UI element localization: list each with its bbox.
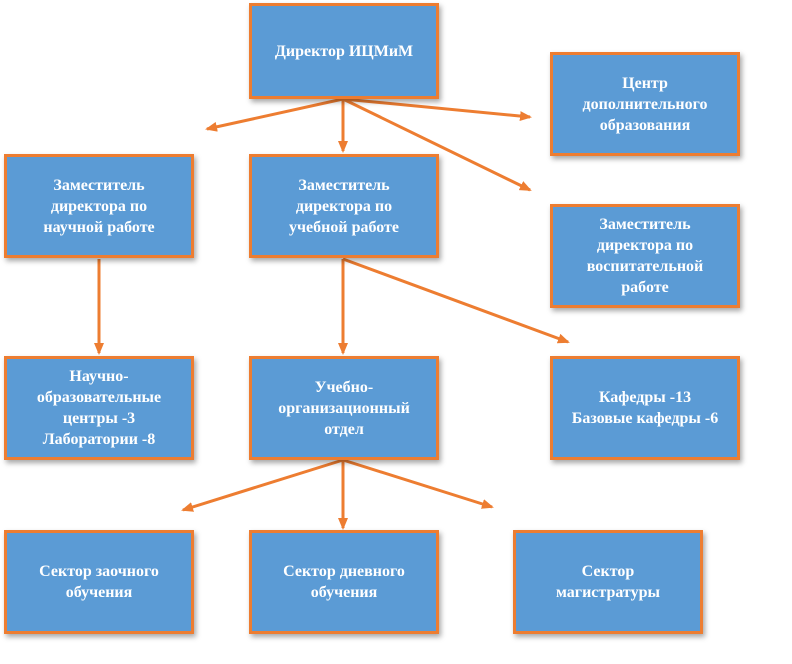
deputy-study-box: Заместитель директора по учебной работе: [249, 154, 439, 258]
sector-master-box: Сектор магистратуры: [513, 530, 703, 634]
arrow-org-department-to-sector-master: [342, 458, 494, 509]
director-box: Директор ИЦМиМ: [249, 3, 439, 99]
sector-correspondence-box: Сектор заочного обучения: [4, 530, 194, 634]
arrow-deputy-study-to-departments: [342, 257, 570, 344]
sector-day-box: Сектор дневного обучения: [249, 530, 439, 634]
arrow-director-to-deputy-science: [205, 97, 344, 132]
research-centers-box: Научно- образовательные центры -3 Лабора…: [4, 356, 194, 460]
center-additional-box: Центр дополнительного образования: [550, 52, 740, 156]
departments-box: Кафедры -13 Базовые кафедры -6: [550, 356, 740, 460]
arrow-org-department-to-sector-correspondence: [181, 458, 344, 512]
arrow-director-to-deputy-upbringing: [342, 97, 532, 192]
deputy-upbringing-box: Заместитель директора по воспитательной …: [550, 204, 740, 308]
org-department-box: Учебно- организационный отдел: [249, 356, 439, 460]
deputy-science-box: Заместитель директора по научной работе: [4, 154, 194, 258]
arrow-director-to-center-additional: [342, 97, 532, 122]
